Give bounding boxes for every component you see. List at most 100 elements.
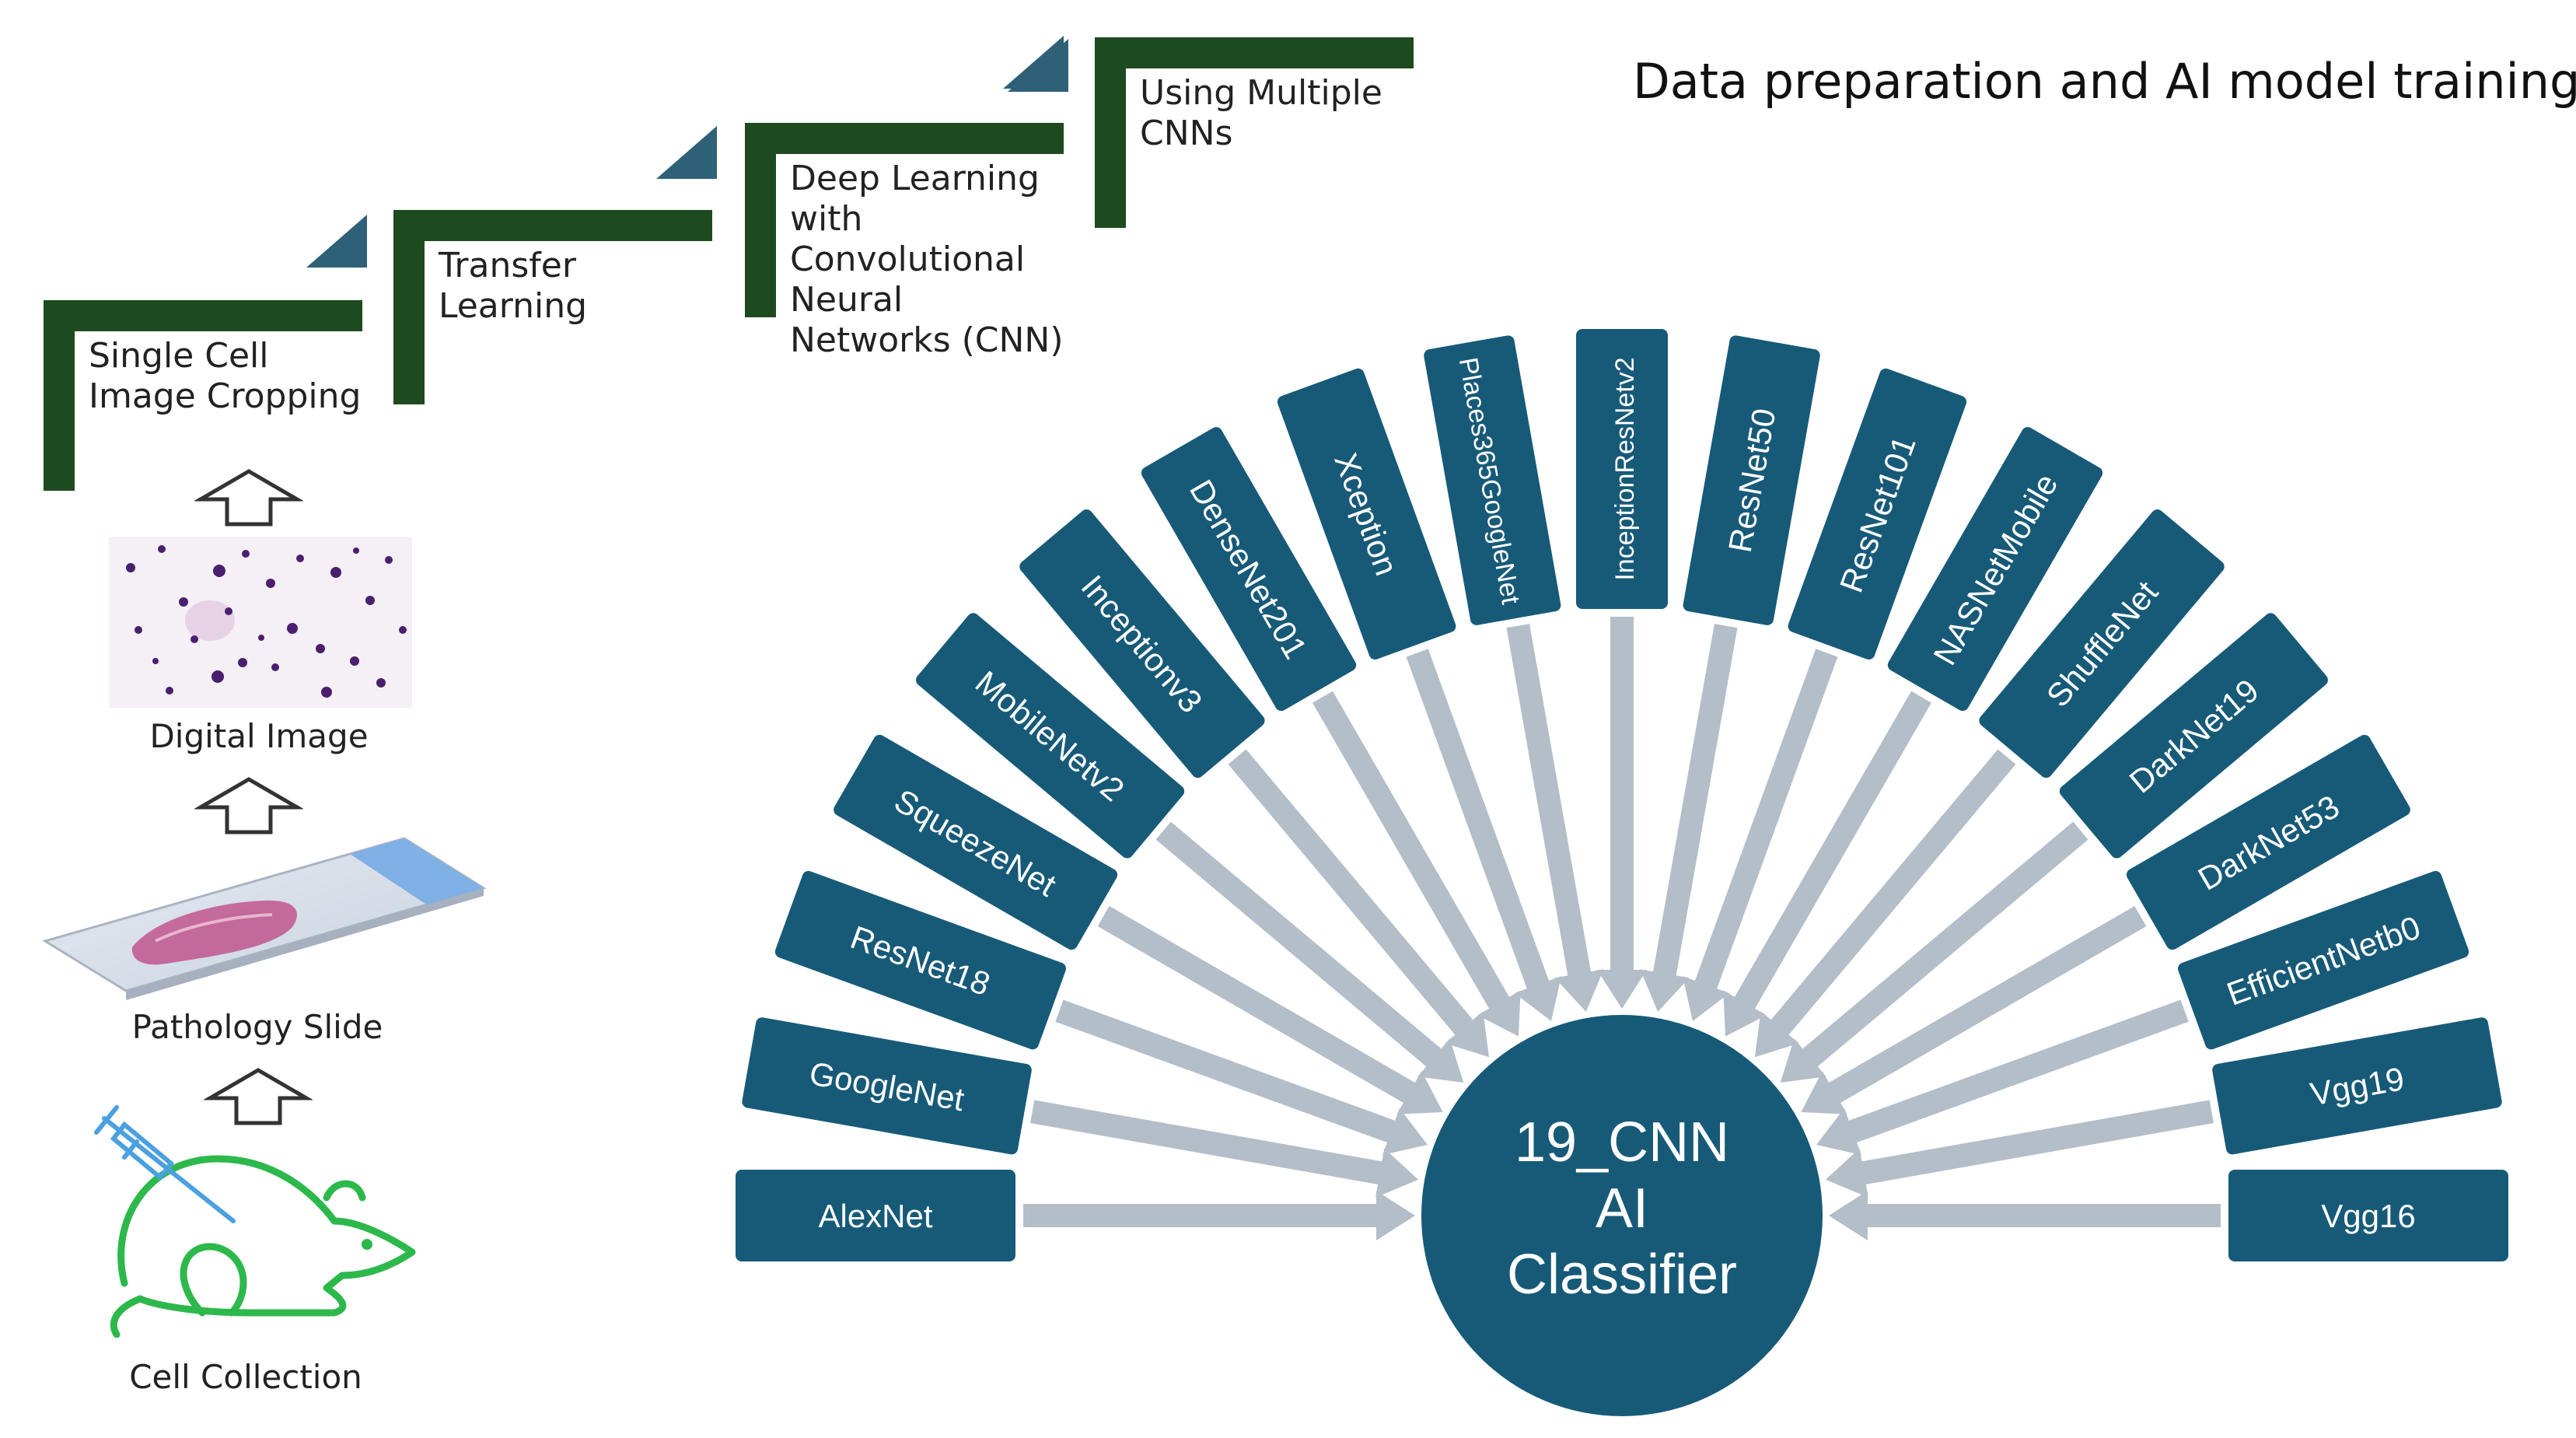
model-arrow-head [1375,1148,1419,1198]
model-arrow-head [1801,1071,1847,1114]
model-arrow-head [1829,1191,1868,1240]
model-box-rect [2212,1017,2502,1155]
step-label-line: Neural [790,280,904,320]
pathology-slide-caption: Pathology Slide [131,1008,383,1046]
model-arrow-head [1780,1038,1826,1083]
model-box-rect [1979,509,2225,778]
model-label: AlexNet [818,1198,932,1234]
model-arrow-head [1376,1191,1415,1240]
model-arrow-shaft [1506,624,1592,984]
pathology-slide-image [42,837,487,1000]
model-arrow-shaft [1796,821,2088,1072]
step-label-line: Image Cropping [89,376,362,416]
model-arrow-head [1514,976,1561,1022]
model-arrow-head [1683,976,1730,1022]
step-label-line: Using Multiple [1140,73,1382,113]
model-box: ShuffleNet [1979,509,2225,778]
model-box-rect [1277,368,1456,660]
model-boxes-layer: AlexNetGoogleNetResNet18SqueezeNetMobile… [736,329,2508,1261]
step-label-line: with [790,199,863,239]
model-arrow-head [1640,969,1690,1013]
step-single-cell-cropping: Single Cell Image Cropping [44,215,386,495]
page-title: Data preparation and AI model training [1633,53,2576,110]
classifier-hub: 19_CNN AI Classifier [1421,1015,1823,1416]
model-box-rect [2126,734,2410,950]
step-transfer-learning: Transfer Learning [393,126,736,404]
model-arrow-shaft [1854,1100,2214,1186]
step-triangle-icon [306,215,367,268]
arrows-layer [1023,617,2221,1240]
model-box-rect [2178,870,2469,1050]
model-arrow-shaft [1841,999,2189,1146]
model-arrow-head [1597,970,1647,1009]
step-label-line: Deep Learning [790,159,1040,198]
step-bar-horizontal [44,300,362,331]
mouse-icon [94,1105,416,1338]
up-arrow-icon [194,777,303,834]
model-box-rect [1887,427,2103,712]
step-label-line: Transfer [439,246,576,285]
model-box: Places365GoogleNet [1424,335,1561,625]
cell-collection-caption: Cell Collection [129,1358,362,1396]
model-arrow-shaft [1228,749,1478,1041]
model-box-rect [1019,509,1265,778]
model-arrow-shaft [1766,749,2016,1041]
model-box-rect [834,734,1118,950]
model-box-rect [2228,1170,2508,1261]
model-arrow-head [1477,990,1521,1037]
classifier-line-2: AI [1596,1177,1648,1240]
digital-image-caption: Digital Image [149,717,369,755]
up-arrow-icon [204,1068,313,1125]
model-box: ResNet18 [774,870,1066,1050]
model-arrow-head [1396,1071,1443,1114]
digital-image-thumbnail [109,537,412,708]
model-arrow-head [1754,1011,1799,1058]
model-arrow-shaft [1731,691,1931,1016]
model-arrow-shaft [1692,649,1838,996]
step-triangle-icon [656,126,717,179]
model-arrow-shaft [1097,906,1422,1107]
step-bar-horizontal [393,210,712,241]
step-bar-horizontal [745,123,1064,154]
model-arrow-shaft [1030,1100,1390,1186]
step-bar-vertical [745,123,776,317]
model-box: Xception [1277,368,1456,660]
model-arrow-shaft [1155,821,1448,1072]
step-bar-horizontal [1095,37,1414,68]
step-deep-learning-cnn: Deep Learning with Convolutional Neural … [745,39,1087,360]
model-box: Vgg16 [2228,1170,2508,1261]
up-arrow-icon [194,469,303,527]
classifier-line-3: Classifier [1507,1244,1737,1306]
model-arrow-head [1417,1038,1464,1083]
step-label-line: Convolutional [790,240,1026,279]
step-label: Transfer Learning [439,246,587,327]
model-box-rect [1141,427,1357,712]
step-multiple-cnns: Using Multiple CNNs [1003,36,1437,232]
model-box-rect [1576,329,1668,609]
model-arrow-shaft [1822,906,2147,1107]
model-box-rect [742,1017,1032,1155]
model-box: AlexNet [736,1170,1015,1261]
step-bar-vertical [1095,37,1126,228]
model-box: Vgg19 [2212,1017,2502,1155]
model-arrow-head [1554,969,1604,1013]
model-box-rect [916,613,1185,859]
model-arrow-shaft [1652,624,1738,984]
model-box-rect [1683,335,1820,625]
model-arrow-shaft [1055,999,1403,1146]
model-box: InceptionResNetv2 [1576,329,1668,609]
step-label-line: CNNs [1140,114,1233,153]
step-bar-vertical [44,300,75,491]
model-arrow-head [1825,1148,1868,1198]
model-label: InceptionResNetv2 [1610,357,1640,580]
model-arrow-head [1816,1107,1861,1155]
step-triangle-icon [1003,36,1064,89]
model-box: GoogleNet [742,1017,1032,1155]
model-box-rect [736,1170,1015,1261]
model-box-rect [1788,368,1967,660]
model-arrow-head [1723,990,1767,1037]
model-box-rect [1424,335,1561,625]
model-arrow-shaft [1406,649,1552,996]
